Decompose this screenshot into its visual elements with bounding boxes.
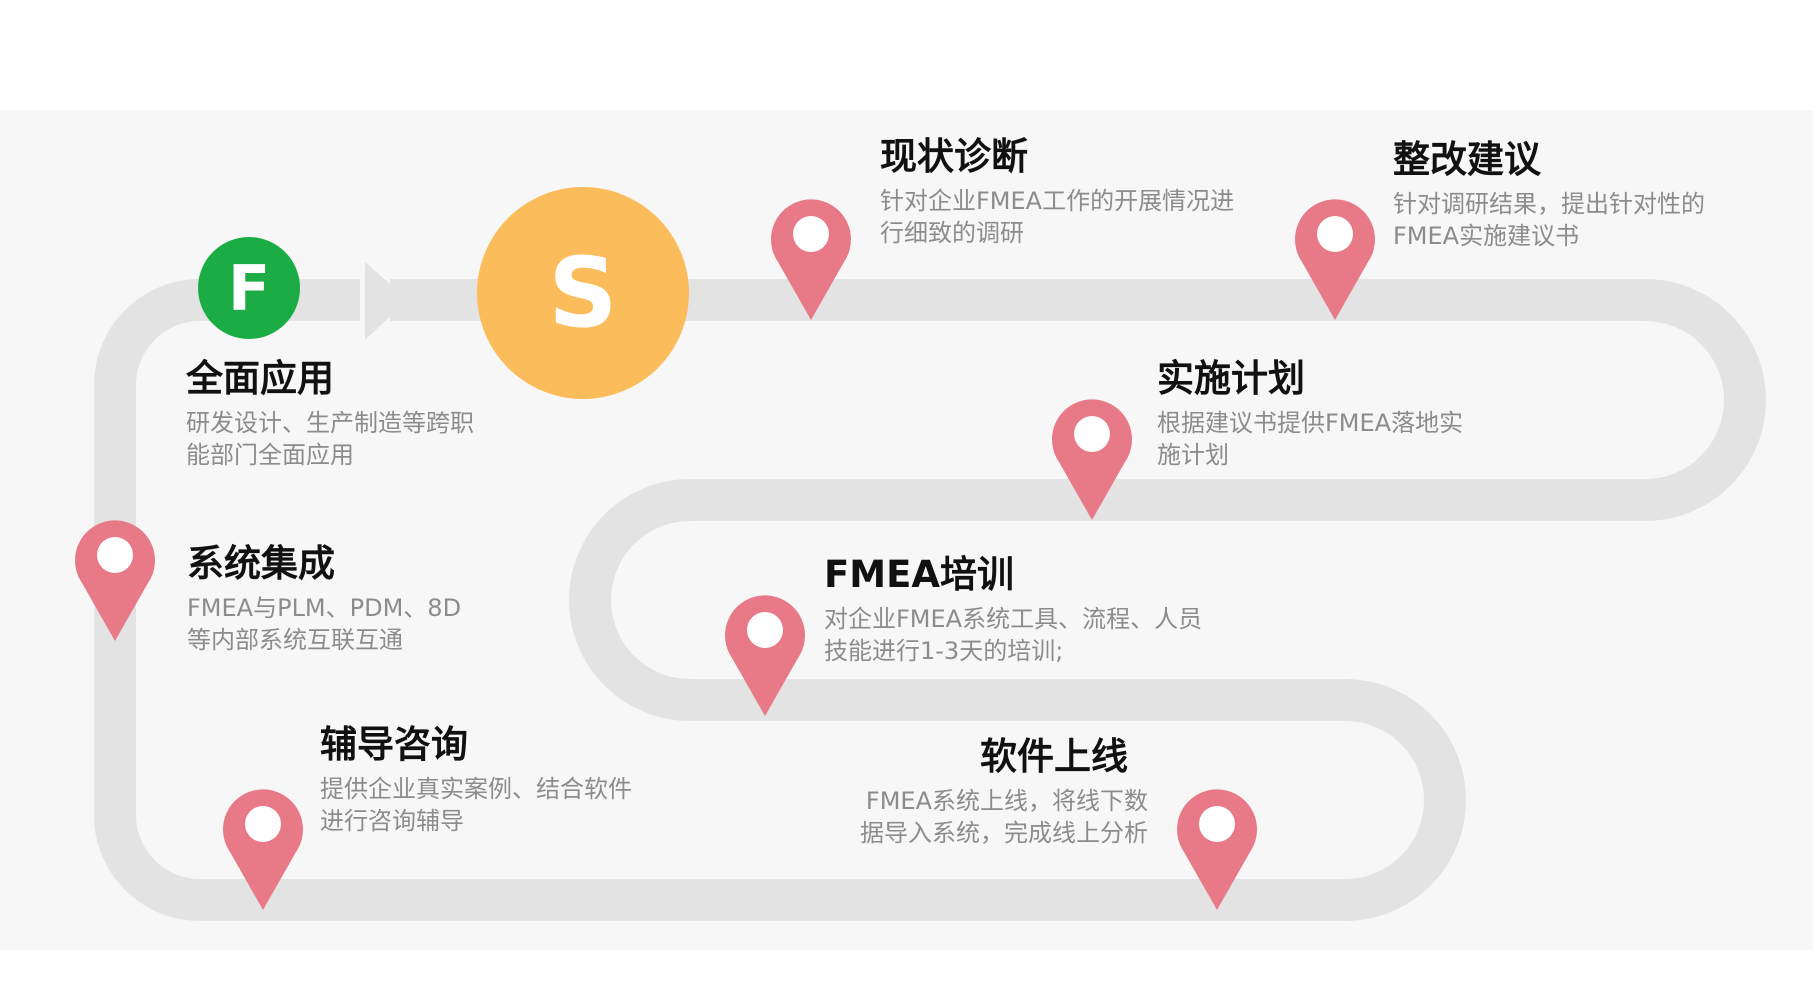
step-description-line: 能部门全面应用 xyxy=(186,441,354,469)
start-badge-letter: F xyxy=(227,251,271,325)
road-arrow-head xyxy=(365,262,408,340)
step-integration: 系统集成 FMEA与PLM、PDM、8D 等内部系统互联互通 xyxy=(187,542,461,656)
step-title: 现状诊断 xyxy=(880,135,1028,178)
map-pin-icon xyxy=(223,789,303,910)
step-description-line: FMEA实施建议书 xyxy=(1393,222,1580,250)
diagram-background xyxy=(0,110,1813,950)
step-description: FMEA与PLM、PDM、8D 等内部系统互联互通 xyxy=(187,592,461,656)
step-description: 对企业FMEA系统工具、流程、人员 技能进行1-3天的培训; xyxy=(824,603,1202,667)
step-description-line: 针对调研结果，提出针对性的 xyxy=(1393,190,1705,218)
step-description: 针对企业FMEA工作的开展情况进 行细致的调研 xyxy=(880,185,1234,249)
step-suggestion: 整改建议 针对调研结果，提出针对性的 FMEA实施建议书 xyxy=(1393,138,1705,252)
step-description-line: 施计划 xyxy=(1157,441,1229,469)
map-pin-icon xyxy=(771,199,851,320)
map-pin-icon xyxy=(1052,399,1132,520)
step-title: 全面应用 xyxy=(186,357,334,400)
step-description: 针对调研结果，提出针对性的 FMEA实施建议书 xyxy=(1393,188,1705,252)
step-description-line: 等内部系统互联互通 xyxy=(187,626,403,654)
step-description: FMEA系统上线，将线下数 据导入系统，完成线上分析 xyxy=(840,785,1148,849)
step-description-line: 技能进行1-3天的培训; xyxy=(824,637,1064,665)
step-description-line: FMEA与PLM、PDM、8D xyxy=(187,594,462,622)
map-pin-icon xyxy=(725,595,805,716)
step-title: 软件上线 xyxy=(980,735,1128,778)
step-diagnosis: 现状诊断 针对企业FMEA工作的开展情况进 行细致的调研 xyxy=(880,135,1234,249)
step-description-line: 进行咨询辅导 xyxy=(320,807,464,835)
map-pin-icon xyxy=(1295,199,1375,320)
road-path xyxy=(94,279,1766,921)
step-description-line: FMEA系统上线，将线下数 xyxy=(865,787,1148,815)
step-description-line: 提供企业真实案例、结合软件 xyxy=(320,775,632,803)
end-badge: S xyxy=(477,187,689,399)
step-application: 全面应用 研发设计、生产制造等跨职 能部门全面应用 xyxy=(186,357,474,471)
step-title: 实施计划 xyxy=(1157,357,1305,400)
step-description: 提供企业真实案例、结合软件 进行咨询辅导 xyxy=(320,773,632,837)
step-description-line: 对企业FMEA系统工具、流程、人员 xyxy=(824,605,1203,633)
step-description-line: 根据建议书提供FMEA落地实 xyxy=(1157,409,1464,437)
step-description-line: 针对企业FMEA工作的开展情况进 xyxy=(880,187,1235,215)
step-consulting: 辅导咨询 提供企业真实案例、结合软件 进行咨询辅导 xyxy=(320,723,632,837)
step-training: FMEA培训 对企业FMEA系统工具、流程、人员 技能进行1-3天的培训; xyxy=(824,553,1202,667)
step-title: FMEA培训 xyxy=(824,553,1015,596)
step-launch: 软件上线 FMEA系统上线，将线下数 据导入系统，完成线上分析 xyxy=(840,735,1148,849)
step-title: 整改建议 xyxy=(1393,138,1541,181)
step-plan: 实施计划 根据建议书提供FMEA落地实 施计划 xyxy=(1157,357,1463,471)
step-title: 辅导咨询 xyxy=(320,723,468,766)
step-description: 研发设计、生产制造等跨职 能部门全面应用 xyxy=(186,407,474,471)
step-description: 根据建议书提供FMEA落地实 施计划 xyxy=(1157,407,1463,471)
end-badge-letter: S xyxy=(548,237,618,349)
step-description-line: 行细致的调研 xyxy=(880,219,1024,247)
map-pin-icon xyxy=(1177,789,1257,910)
step-description-line: 研发设计、生产制造等跨职 xyxy=(186,409,474,437)
map-pin-icon xyxy=(75,520,155,641)
start-badge: F xyxy=(198,237,300,339)
step-title: 系统集成 xyxy=(187,542,335,585)
step-description-line: 据导入系统，完成线上分析 xyxy=(860,819,1148,847)
